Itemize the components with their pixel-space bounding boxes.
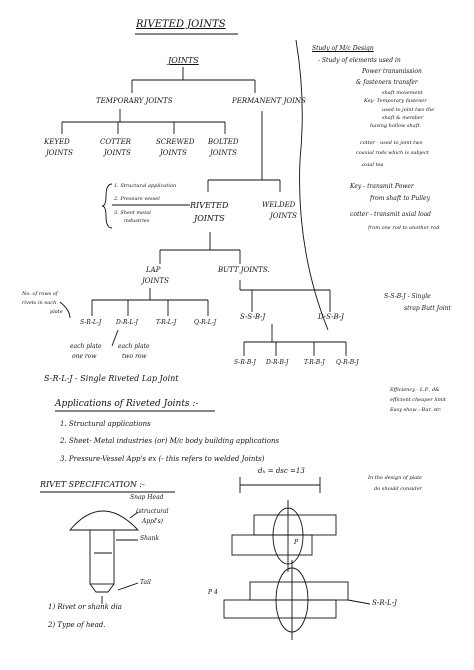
note-l10: coaxial rods which is subject bbox=[356, 150, 429, 156]
dsbj: D-S-B-J bbox=[318, 313, 344, 321]
note-l1: - Study of elements used in bbox=[318, 57, 401, 64]
node-screwed: SCREWED bbox=[156, 138, 195, 146]
node-butt: BUTT JOINTS. bbox=[218, 266, 270, 274]
each-plate-two: each plate bbox=[118, 343, 150, 350]
node-keyed: KEYED bbox=[44, 138, 70, 146]
note-l7: shaft & member bbox=[382, 115, 424, 121]
use-3: 3. Sheet metal bbox=[114, 210, 151, 216]
node-keyed-2: JOINTS bbox=[46, 149, 73, 157]
note-l6: used to joint two the bbox=[382, 107, 435, 113]
note-l12: Key - transmit Power bbox=[350, 183, 414, 190]
spec-item-1: 1) Rivet or shank dia bbox=[48, 603, 122, 611]
node-welded: WELDED bbox=[262, 201, 296, 209]
design-note-2: do should consider bbox=[374, 486, 422, 492]
rows-note-2: rivets in each bbox=[22, 300, 57, 306]
node-cotter-2: JOINTS bbox=[104, 149, 131, 157]
node-bolted-2: JOINTS bbox=[210, 149, 237, 157]
node-riveted-2: JOINTS bbox=[194, 214, 225, 223]
page-title: RIVETED JOINTS bbox=[136, 19, 226, 30]
use-1: 1. Structural application bbox=[114, 183, 177, 189]
label-structural: (structural bbox=[136, 508, 169, 515]
note-study: Study of M/c Design bbox=[312, 45, 374, 52]
note-l15: from one rod to another rod bbox=[368, 225, 440, 231]
node-screwed-2: JOINTS bbox=[160, 149, 187, 157]
note-l11: axial tea bbox=[362, 162, 384, 168]
qrbj: Q-R-B-J bbox=[336, 359, 359, 366]
note-eff3: Easy show : Bur. str. bbox=[390, 407, 442, 413]
design-note-1: In the design of plate bbox=[368, 475, 423, 481]
node-joints: JOINTS bbox=[168, 56, 199, 65]
note-l14: cotter - transmit axial load bbox=[350, 211, 432, 218]
label-structural-2: Appl's) bbox=[142, 518, 164, 525]
application-3: 3. Pressure-Vessel App's ex (- this refe… bbox=[60, 455, 265, 463]
applications-heading: Applications of Riveted Joints :- bbox=[55, 399, 199, 409]
application-2: 2. Sheet- Metal industries (or) M/c body… bbox=[60, 437, 280, 445]
note-l9: cotter - used to joint two bbox=[360, 140, 423, 146]
rows-note-1: No. of rows of bbox=[22, 291, 58, 297]
note-ssbj2: strap Butt Joint bbox=[404, 305, 451, 312]
label-shank: Shank bbox=[140, 535, 160, 542]
drlj: D-R-L-J bbox=[116, 319, 138, 326]
note-eff1: Efficiency - L.P., d& bbox=[390, 387, 440, 393]
note-l13: from shaft to Pulley bbox=[370, 195, 430, 202]
ssbj: S-S-B-J bbox=[240, 313, 266, 321]
each-plate-one-2: one row bbox=[72, 353, 97, 360]
use-3b: industries bbox=[124, 218, 150, 224]
label-p: P bbox=[294, 539, 299, 546]
srlj: S-R-L-J bbox=[80, 319, 102, 326]
note-l4: shaft movement bbox=[382, 90, 423, 96]
note-l2: Power transmission bbox=[362, 68, 422, 75]
note-l8: having hollow shaft. bbox=[370, 123, 422, 129]
each-plate-two-2: two row bbox=[122, 353, 147, 360]
note-eff2: efficient cheaper limit bbox=[390, 397, 446, 403]
label-tail: Tail bbox=[140, 579, 151, 586]
application-1: 1. Structural applications bbox=[60, 420, 151, 428]
srlj-tag: S-R-L-J bbox=[372, 599, 397, 607]
srlj-definition: S-R-L-J - Single Riveted Lap Joint bbox=[44, 374, 179, 383]
node-temporary: TEMPORARY JOINTS bbox=[96, 97, 173, 105]
node-cotter: COTTER bbox=[100, 138, 131, 146]
rivet-spec-heading: RIVET SPECIFICATION :- bbox=[40, 480, 145, 489]
note-ssbj1: S-S-B-J - Single bbox=[384, 293, 431, 300]
node-lap: LAP bbox=[146, 266, 161, 274]
trlj: T-R-L-J bbox=[156, 319, 177, 326]
spec-item-2: 2) Type of head. bbox=[48, 621, 106, 629]
node-riveted: RIVETED bbox=[190, 201, 229, 210]
trbj: T-R-B-J bbox=[304, 359, 325, 366]
srbj: S-R-B-J bbox=[234, 359, 256, 366]
rows-note-3: plate bbox=[50, 309, 63, 315]
node-lap-2: JOINTS bbox=[142, 277, 169, 285]
note-l5: Key- Temporary fastener bbox=[364, 98, 427, 104]
dim-label: dₕ = dsc =13 bbox=[258, 467, 305, 475]
label-p4: P 4 bbox=[208, 589, 218, 596]
use-2: 2. Pressure vessel bbox=[114, 196, 160, 202]
node-permanent: PERMANENT JOINS bbox=[232, 97, 306, 105]
each-plate-one: each plate bbox=[70, 343, 102, 350]
node-bolted: BOLTED bbox=[208, 138, 239, 146]
note-l3: & fasteners transfer bbox=[356, 79, 418, 86]
label-snap: Snap Head bbox=[130, 494, 164, 501]
qrlj: Q-R-L-J bbox=[194, 319, 217, 326]
node-welded-2: JOINTS bbox=[270, 212, 297, 220]
drbj: D-R-B-J bbox=[266, 359, 289, 366]
